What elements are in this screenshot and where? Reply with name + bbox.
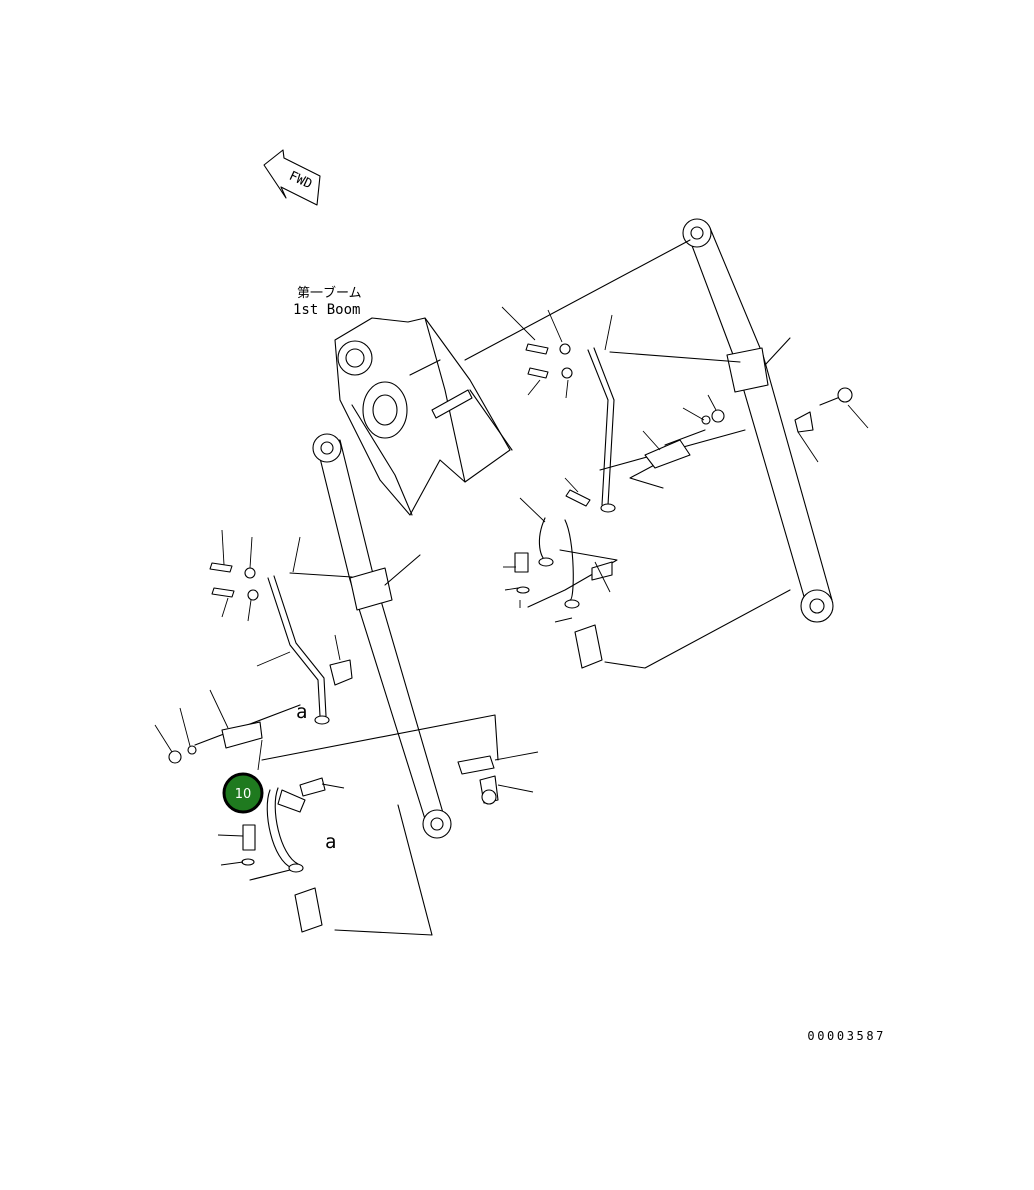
leader-lines <box>154 306 869 866</box>
first-boom <box>334 317 513 516</box>
left-boom-cylinder <box>312 433 452 839</box>
callout-circle[interactable] <box>222 772 264 814</box>
forward-direction-arrow: FWD <box>263 149 321 206</box>
drawing-number: 00003587 <box>807 1029 886 1043</box>
right-boom-cylinder <box>682 218 834 623</box>
reference-letter-upper: a <box>296 701 307 723</box>
boom-label-english: 1st Boom <box>293 302 360 318</box>
part-callout-10[interactable]: 10 <box>222 772 264 814</box>
lower-left-piping <box>168 562 499 933</box>
boom-label-japanese: 第一ブーム <box>297 285 362 301</box>
callout-number[interactable]: 10 <box>235 787 252 802</box>
reference-letter-lower: a <box>325 831 336 853</box>
upper-right-piping <box>514 343 853 669</box>
